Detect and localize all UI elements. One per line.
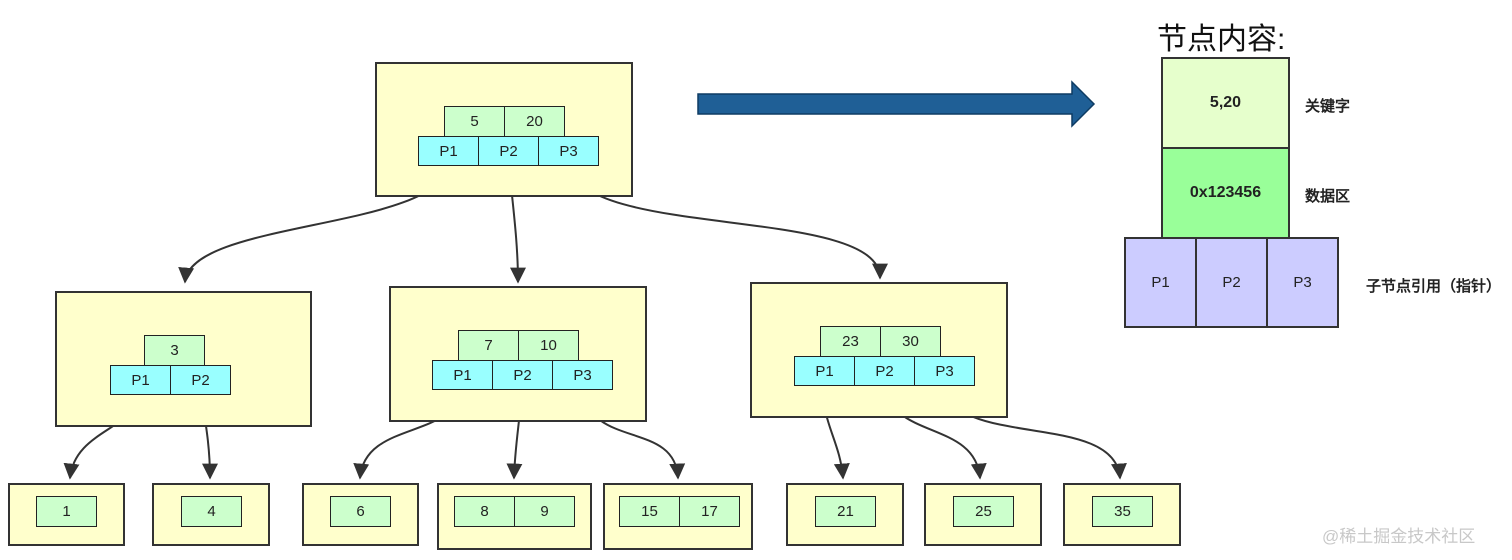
- node-23-30-key-1: 23: [820, 326, 881, 357]
- root-pointer-2: P2: [478, 136, 539, 166]
- root-pointer-3: P3: [538, 136, 599, 166]
- node-7-10-pointer-2: P2: [492, 360, 553, 390]
- root-pointer-1: P1: [418, 136, 479, 166]
- leaf-1-key-1: 1: [36, 496, 97, 527]
- node-23-30-pointer-2: P2: [854, 356, 915, 386]
- legend-keys-cell: 5,20: [1161, 57, 1290, 149]
- leaf-15-17-key-1: 15: [619, 496, 680, 527]
- node-23-30-pointer-3: P3: [914, 356, 975, 386]
- leaf-8-9-key-2: 9: [514, 496, 575, 527]
- node-7-10: [389, 286, 647, 422]
- leaf-35-key-1: 35: [1092, 496, 1153, 527]
- leaf-4-key-1: 4: [181, 496, 242, 527]
- root-key-2: 20: [504, 106, 565, 137]
- legend-pointer-cell-1: P1: [1124, 237, 1197, 328]
- big-right-arrow: [697, 80, 1096, 128]
- node-7-10-pointer-1: P1: [432, 360, 493, 390]
- node-23-30-pointer-1: P1: [794, 356, 855, 386]
- leaf-25-key-1: 25: [953, 496, 1014, 527]
- leaf-6-key-1: 6: [330, 496, 391, 527]
- node-7-10-pointer-3: P3: [552, 360, 613, 390]
- legend-keys-label: 关键字: [1305, 98, 1351, 115]
- watermark: @稀土掘金技术社区: [1322, 527, 1476, 546]
- node-3-pointer-1: P1: [110, 365, 171, 395]
- leaf-21-key-1: 21: [815, 496, 876, 527]
- node-7-10-key-1: 7: [458, 330, 519, 361]
- leaf-35: [1063, 483, 1181, 546]
- leaf-15-17-key-2: 17: [679, 496, 740, 527]
- leaf-8-9-key-1: 8: [454, 496, 515, 527]
- root-key-1: 5: [444, 106, 505, 137]
- legend-pointers-label: 子节点引用（指针）: [1366, 278, 1502, 295]
- legend-data-label: 数据区: [1305, 188, 1351, 205]
- legend-title: 节点内容:: [1157, 23, 1286, 56]
- legend-data-cell: 0x123456: [1161, 147, 1290, 239]
- node-23-30-key-2: 30: [880, 326, 941, 357]
- node-3-key-1: 3: [144, 335, 205, 366]
- legend-pointer-cell-3: P3: [1266, 237, 1339, 328]
- node-7-10-key-2: 10: [518, 330, 579, 361]
- node-3-pointer-2: P2: [170, 365, 231, 395]
- legend-pointer-cell-2: P2: [1195, 237, 1268, 328]
